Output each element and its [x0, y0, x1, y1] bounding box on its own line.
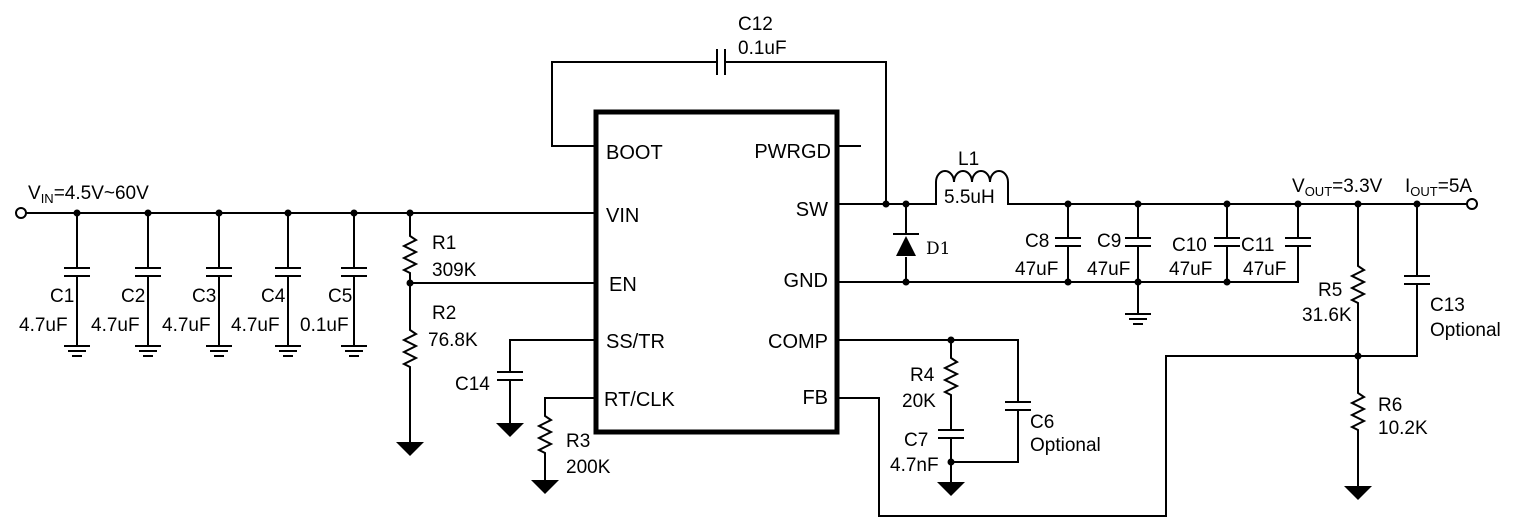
l1-name: L1 [958, 149, 979, 170]
r4-name: R4 [910, 365, 935, 386]
vout-terminal [1466, 198, 1478, 210]
c11-name: C11 [1241, 235, 1274, 256]
c13-value: Optional [1430, 320, 1501, 341]
resistor-r5 [1349, 200, 1367, 360]
c4-name: C4 [261, 286, 286, 307]
c8-name: C8 [1025, 231, 1049, 252]
r6-value: 10.2K [1378, 418, 1428, 439]
r3-name: R3 [566, 431, 590, 452]
c1-name: C1 [50, 286, 74, 307]
c7-value: 4.7nF [890, 455, 939, 476]
pin-en-label: EN [609, 274, 637, 296]
comp-wire [836, 339, 1031, 463]
capacitor-c9 [1125, 200, 1151, 325]
r1-value: 309K [432, 260, 477, 281]
diode-d1 [893, 203, 919, 283]
c6-name: C6 [1030, 412, 1054, 433]
pin-pwrgd-label: PWRGD [754, 141, 831, 163]
resistor-r1 [401, 209, 419, 284]
c11-value: 47uF [1243, 259, 1286, 280]
l1-value: 5.5uH [944, 187, 995, 208]
c2-value: 4.7uF [91, 315, 140, 336]
c1-value: 4.7uF [19, 315, 68, 336]
pin-fb-label: FB [802, 387, 828, 409]
c12-name: C12 [738, 14, 773, 35]
d1-name: D1 [926, 239, 950, 259]
capacitor-c1 [64, 209, 90, 357]
fb-wire [836, 355, 1418, 517]
capacitor-c7 [937, 429, 965, 496]
c5-value: 0.1uF [300, 315, 349, 336]
vin-terminal [15, 207, 27, 219]
c13-name: C13 [1430, 295, 1465, 316]
r2-value: 76.8K [428, 330, 478, 351]
r5-name: R5 [1318, 280, 1342, 301]
vout-label: VOUT=3.3V [1292, 176, 1383, 199]
capacitor-c12 [551, 49, 887, 205]
c3-name: C3 [192, 286, 216, 307]
r2-name: R2 [432, 303, 456, 324]
r3-value: 200K [566, 457, 611, 478]
resistor-r3 [531, 397, 597, 494]
r1-name: R1 [432, 233, 456, 254]
c3-value: 4.7uF [162, 315, 211, 336]
c12-value: 0.1uF [738, 38, 787, 59]
c5-name: C5 [328, 286, 352, 307]
sw-junction [882, 200, 890, 208]
r4-value: 20K [902, 391, 936, 412]
capacitor-c11 [1285, 200, 1311, 283]
vin-label: VIN=4.5V~60V [28, 183, 149, 206]
c10-name: C10 [1172, 235, 1207, 256]
pin-vin-label: VIN [606, 205, 639, 227]
capacitor-c10 [1214, 200, 1240, 286]
capacitor-c14 [496, 339, 597, 437]
c10-value: 47uF [1169, 259, 1212, 280]
capacitor-c4 [275, 209, 301, 357]
ic-body [593, 109, 840, 435]
c14-name: C14 [455, 374, 490, 395]
r5-value: 31.6K [1302, 305, 1352, 326]
resistor-r6 [1344, 355, 1372, 500]
c4-value: 4.7uF [231, 315, 280, 336]
pin-comp-label: COMP [768, 331, 828, 353]
c8-value: 47uF [1015, 259, 1058, 280]
c7-name: C7 [904, 430, 928, 451]
c9-name: C9 [1097, 231, 1121, 252]
r6-name: R6 [1378, 395, 1402, 416]
capacitor-c3 [206, 209, 232, 357]
gnd-junction [902, 278, 910, 286]
c6-value: Optional [1030, 435, 1101, 456]
capacitor-c8 [1055, 200, 1081, 286]
inductor-l1 [935, 170, 1009, 205]
pin-boot-label: BOOT [606, 142, 663, 164]
pin-sstr-label: SS/TR [606, 331, 665, 353]
resistor-r4 [942, 339, 960, 431]
c9-value: 47uF [1087, 259, 1130, 280]
pin-sw-label: SW [796, 199, 828, 221]
pin-gnd-label: GND [784, 270, 828, 292]
iout-label: IOUT=5A [1405, 176, 1472, 199]
resistor-r2 [396, 282, 424, 456]
capacitor-c5 [341, 209, 367, 357]
c2-name: C2 [121, 286, 145, 307]
capacitor-c2 [135, 209, 161, 357]
pin-rtclk-label: RT/CLK [604, 389, 675, 411]
capacitor-c13 [1404, 200, 1430, 357]
